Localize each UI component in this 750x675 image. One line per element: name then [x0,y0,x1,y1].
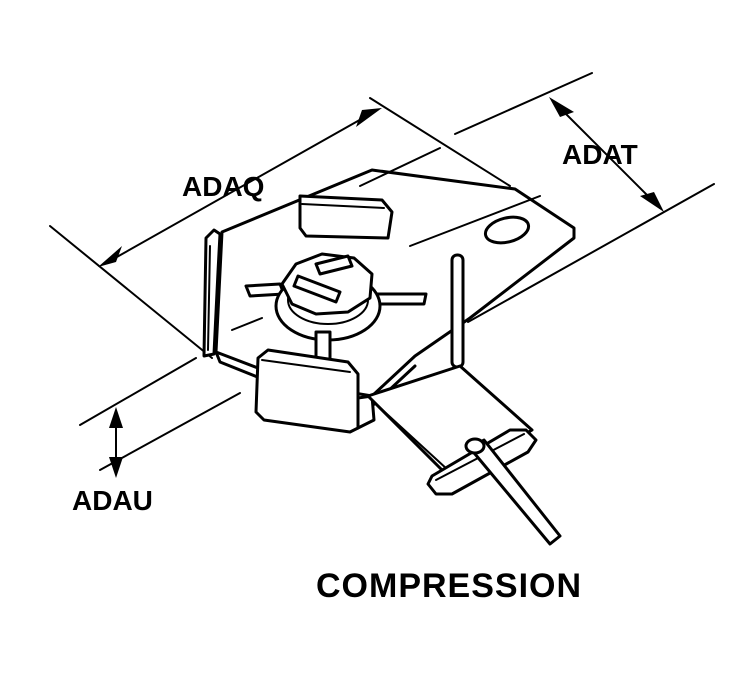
adaq-extension-line-right [369,97,511,187]
plate-edge-line [359,147,441,187]
left-finger-fold [207,245,211,351]
adat-arrowhead-bottom [640,192,664,212]
top-tab-body [298,194,394,240]
adau-extension-line-top [79,357,197,426]
dimension-lines [49,72,715,478]
adaq-arrowhead-left [98,246,122,267]
pin-head [464,437,486,455]
front-tab-fold [261,359,351,373]
adaq-dimension-line [107,112,373,263]
adat-extension-line-top [454,72,593,135]
adau-arrowhead-bottom [109,457,123,478]
front-tab-body [254,348,360,434]
adat-extension-line-bottom [467,183,715,323]
center-screw-assembly [244,252,428,364]
adaq-arrowhead-right [356,108,382,127]
screw-head [280,252,374,316]
dimension-label-adat: ADAT [562,139,638,170]
right-finger-body [450,253,465,369]
dimension-label-adaq: ADAQ [182,171,264,202]
front-tab [254,348,376,434]
dimension-label-adau: ADAU [72,485,153,516]
mounting-hole [483,215,531,245]
adat-arrowhead-top [549,97,574,117]
lever-edge-line [375,403,449,471]
lever-arm [366,364,562,546]
screw-head-ridge [314,254,354,276]
screw-slot [292,274,342,304]
adau-arrowhead-top [109,407,123,428]
adau-extension-line-bottom [99,392,241,471]
left-spring-finger [202,228,222,358]
plate-edge-line-2 [409,195,541,247]
caption-compression: COMPRESSION [316,567,582,605]
top-tab-fold [301,203,385,209]
plate-bend-line [231,317,263,331]
adat-dimension-line [555,103,661,209]
right-spring-finger [450,253,465,369]
top-tab [298,194,394,240]
adaq-extension-line-left [49,225,213,359]
